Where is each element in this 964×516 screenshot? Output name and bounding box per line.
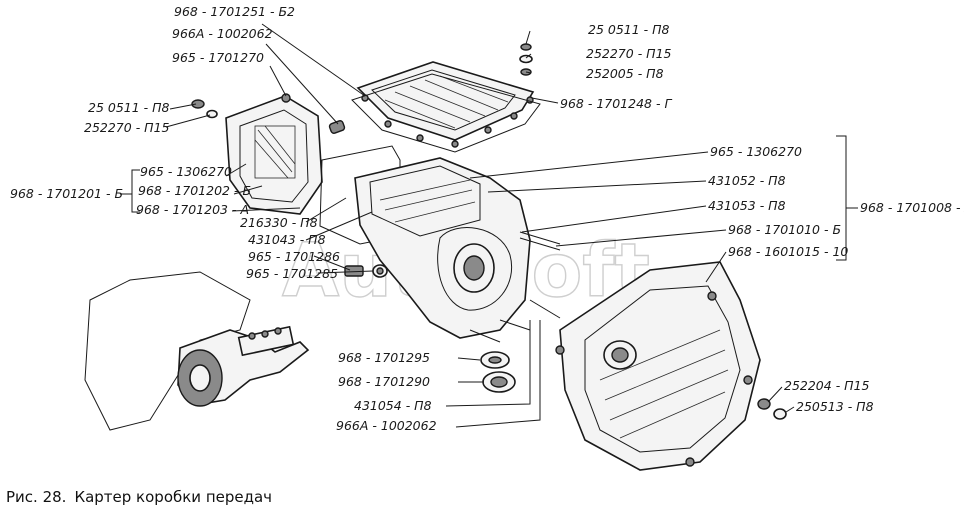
clutch-housing-part	[555, 261, 761, 471]
label-part: 431053 - П8	[708, 198, 786, 213]
label-part: 250513 - П8	[796, 399, 874, 414]
label-part: 968 - 1701202 - Б	[138, 183, 251, 198]
right-washers-part	[757, 398, 787, 420]
figure-number: Рис. 28.	[6, 488, 67, 506]
label-part: 968 - 1701010 - Б	[728, 222, 841, 237]
label-part: 968 - 1701203 - А	[136, 202, 249, 217]
label-part: 216330 - П8	[240, 215, 318, 230]
label-part: 25 0511 - П8	[88, 100, 170, 115]
assembled-gearbox-sketch	[84, 271, 310, 431]
bolt-washer-part	[344, 264, 388, 278]
gearbox-housing-part	[354, 157, 561, 343]
label-part: 968 - 1701201 - Б	[10, 186, 123, 201]
label-part: 966А - 1002062	[172, 26, 273, 41]
label-part: 968 - 1701251 - Б2	[174, 4, 295, 19]
figure-title: Картер коробки передач	[74, 488, 273, 506]
label-part: 431043 - П8	[248, 232, 326, 247]
label-part: 966А - 1002062	[336, 418, 437, 433]
label-part: 252270 - П15	[586, 46, 672, 61]
label-part: 431052 - П8	[708, 173, 786, 188]
label-part: 431054 - П8	[354, 398, 432, 413]
label-part: 968 - 1701248 - Г	[560, 96, 672, 111]
label-part: 965 - 1306270	[140, 164, 232, 179]
label-part: 252005 - П8	[586, 66, 664, 81]
label-part: 252204 - П15	[784, 378, 870, 393]
label-part: 25 0511 - П8	[588, 22, 670, 37]
plug-part	[328, 120, 346, 134]
top-washers-part	[519, 43, 533, 76]
cover-gasket-part	[351, 73, 541, 153]
label-part: 968 - 1701290	[338, 374, 430, 389]
label-part: 965 - 1306270	[710, 144, 802, 159]
label-part: 965 - 1701270	[172, 50, 264, 65]
label-part: 252270 - П15	[84, 120, 170, 135]
leader-lines	[120, 23, 858, 428]
label-part: 968 - 1601015 - 10	[728, 244, 848, 259]
label-part: 968 - 1701008 - А2	[860, 200, 964, 215]
figure-caption: Рис. 28. Картер коробки передач	[6, 488, 272, 506]
label-part: 965 - 1701286	[248, 249, 340, 264]
left-washers-part	[191, 99, 218, 119]
top-cover-part	[356, 61, 535, 148]
part-labels: 968 - 1701251 - Б2 966А - 1002062 965 - …	[10, 4, 964, 433]
label-part: 968 - 1701295	[338, 350, 430, 365]
oil-seal-part	[480, 351, 516, 393]
rear-cover-part	[225, 93, 323, 215]
label-part: 965 - 1701285	[246, 266, 338, 281]
